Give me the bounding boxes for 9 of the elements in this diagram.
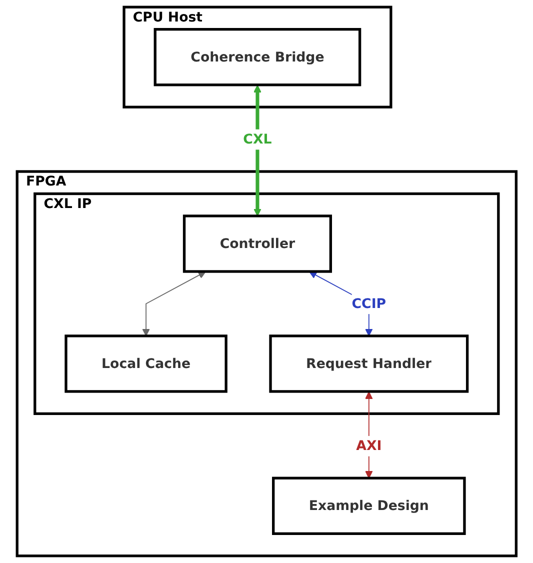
node-box: Local Cache — [64, 334, 228, 393]
node-box: Request Handler — [269, 334, 468, 393]
node-box: Coherence Bridge — [154, 28, 361, 86]
edge-label: AXI — [356, 438, 382, 454]
node-box: Example Design — [272, 476, 466, 535]
node-box: Controller — [182, 214, 332, 273]
arrow — [142, 271, 206, 336]
edge-label: CXL — [243, 131, 272, 148]
edge-label: CCIP — [352, 295, 386, 312]
